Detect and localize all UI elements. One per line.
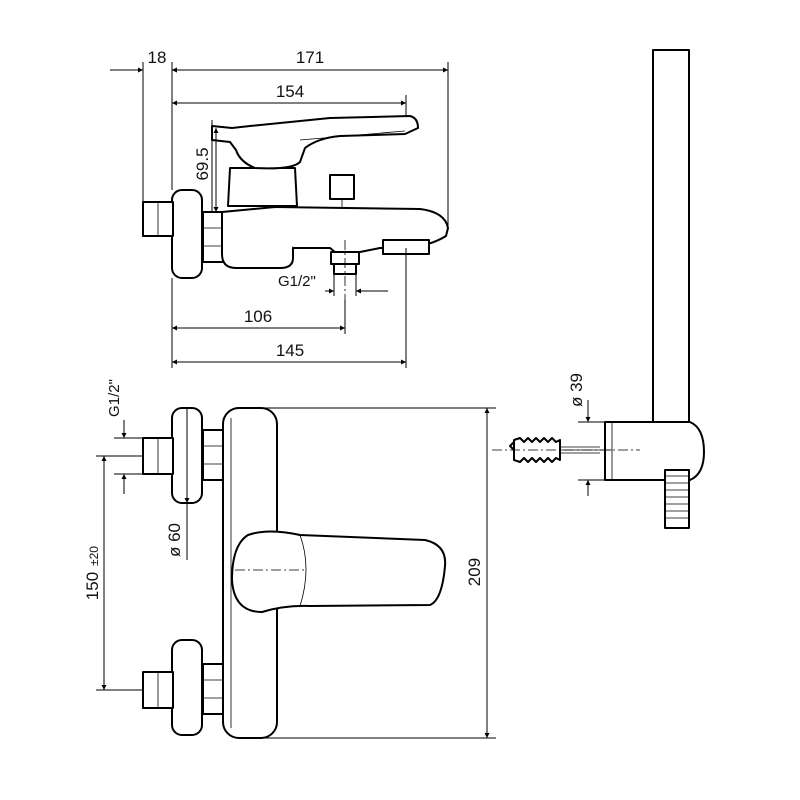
front-dimensions: G1/2" 150 ±20 ø 60 209 [83,379,496,739]
dim-g12-side: G1/2" [278,273,316,290]
side-cartridge-housing [227,167,298,207]
front-escutcheon-bottom [171,639,203,736]
hose [664,469,690,529]
hand-shower-view: ø 39 [492,49,705,529]
wall-holder [604,421,705,481]
dim-phi39: ø 39 [567,373,586,407]
front-lever [231,530,447,613]
dim-106: 106 [244,307,272,326]
dim-69-5: 69.5 [193,147,212,180]
dim-209: 209 [465,558,484,586]
dim-145: 145 [276,341,304,360]
side-escutcheon [171,189,203,279]
hand-shower-handle [652,49,690,423]
wall-plug [492,437,640,463]
side-dimensions: 18 171 154 69.5 G1/2" 106 145 [110,48,449,368]
dim-g12-front: G1/2" [106,379,123,417]
side-diverter-knob [329,174,355,200]
dim-phi60: ø 60 [165,523,184,557]
front-view [142,407,447,739]
side-view [142,115,449,330]
dim-18: 18 [148,48,167,67]
dim-150-tolerance: ±20 [87,546,101,566]
dim-171: 171 [296,48,324,67]
dim-154: 154 [276,82,304,101]
side-lever [211,115,419,170]
dim-150: 150 [83,572,102,600]
